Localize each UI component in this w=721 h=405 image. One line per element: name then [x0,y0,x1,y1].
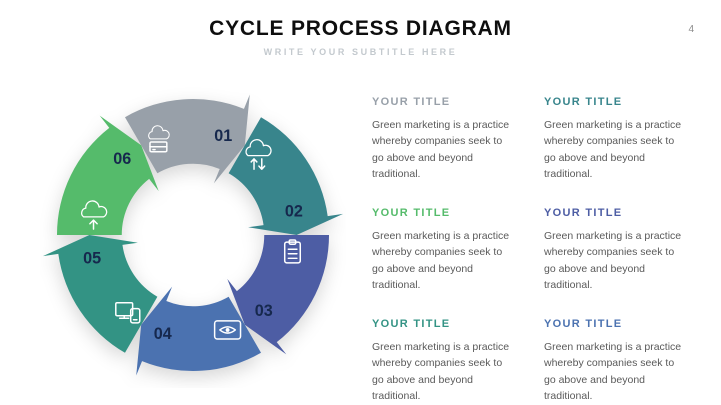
block-title: YOUR TITLE [372,318,451,331]
block-body: Green marketing is a practice whereby co… [372,119,510,180]
content-block: YOUR TITLE Green marketing is a practice… [372,96,544,182]
cycle-diagram-svg: 01 02 03 04 05 06 [42,94,344,376]
segment-03 [227,235,330,355]
block-title: YOUR TITLE [544,96,623,108]
clipboard-checklist-icon [283,239,302,264]
content-grid: YOUR TITLE Green marketing is a practice… [372,96,716,404]
block-title: YOUR TITLE [544,207,623,220]
segment-03-number: 03 [255,302,273,320]
block-body: Green marketing is a practice whereby co… [372,230,510,291]
block-body: Green marketing is a practice whereby co… [372,341,510,402]
segment-01-number: 01 [214,127,232,145]
block-title: YOUR TITLE [544,318,623,331]
segment-01 [124,94,250,184]
page-number: 4 [688,24,694,35]
devices-icon [115,302,141,324]
segment-04 [136,286,262,376]
content-block: YOUR TITLE Green marketing is a practice… [372,318,544,404]
segment-06-number: 06 [113,150,131,168]
block-body: Green marketing is a practice whereby co… [544,341,682,402]
segment-05-number: 05 [83,249,101,267]
cloud-sync-icon [245,139,272,170]
page-subtitle: WRITE YOUR SUBTITLE HERE [263,47,458,57]
cloud-database-icon [148,125,170,153]
block-body: Green marketing is a practice whereby co… [544,230,682,291]
cloud-upload-icon [81,200,108,230]
slide-header: CYCLE PROCESS DIAGRAM WRITE YOUR SUBTITL… [0,0,721,57]
cycle-diagram: 01 02 03 04 05 06 [40,82,346,388]
segment-06 [56,115,159,235]
content-block: YOUR TITLE Green marketing is a practice… [372,207,544,293]
block-title: YOUR TITLE [372,207,451,220]
content-block: YOUR TITLE Green marketing is a practice… [544,318,716,404]
content-block: YOUR TITLE Green marketing is a practice… [544,207,716,293]
block-body: Green marketing is a practice whereby co… [544,119,682,180]
segment-02-number: 02 [285,203,303,221]
segment-04-number: 04 [154,325,172,343]
segment-05 [42,235,158,353]
segment-02 [228,117,344,235]
eye-scan-icon [213,320,242,340]
page-title: CYCLE PROCESS DIAGRAM [209,17,512,40]
content-block: YOUR TITLE Green marketing is a practice… [544,96,716,182]
block-title: YOUR TITLE [372,96,451,108]
